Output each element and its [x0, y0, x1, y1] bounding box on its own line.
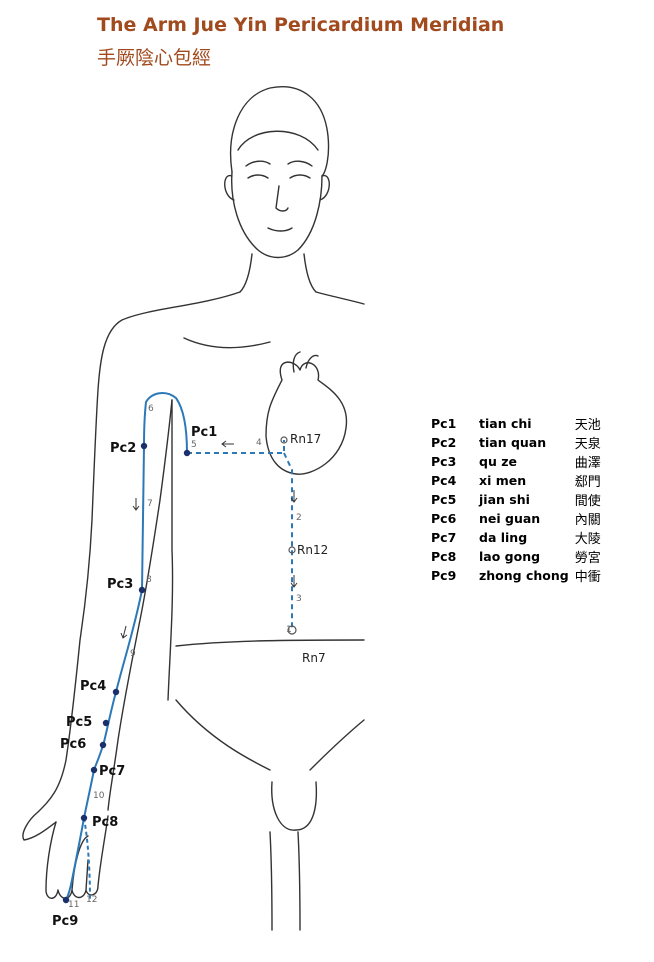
legend-code: Pc3: [431, 452, 479, 471]
legend-hanzi: 內關: [575, 509, 601, 528]
mouth: [268, 228, 292, 231]
genital: [272, 782, 317, 830]
label-pc4: Pc4: [80, 679, 106, 694]
label-pc9: Pc9: [52, 914, 78, 929]
legend-code: Pc9: [431, 566, 479, 585]
path-number: 4: [256, 438, 262, 448]
face-outline: [232, 172, 322, 258]
legend-pinyin: da ling: [479, 528, 575, 547]
point-pc2: [141, 443, 147, 449]
label-rn7: Rn7: [302, 651, 326, 665]
point-pc5: [103, 720, 109, 726]
point-pc3: [139, 587, 145, 593]
label-pc7: Pc7: [99, 764, 125, 779]
torso-left: [168, 400, 173, 700]
hairline: [238, 131, 318, 150]
legend-code: Pc6: [431, 509, 479, 528]
legend-pinyin: qu ze: [479, 452, 575, 471]
left-eye: [248, 175, 268, 178]
legend-hanzi: 大陵: [575, 528, 601, 547]
path-number: 7: [147, 499, 153, 509]
direction-arrows: [121, 441, 297, 638]
arm-inner: [108, 400, 172, 810]
meridian-line: [66, 393, 187, 900]
point-pc4: [113, 689, 119, 695]
legend-pinyin: tian quan: [479, 433, 575, 452]
label-rn17: Rn17: [290, 432, 321, 446]
arrow-icon: [222, 441, 234, 447]
label-pc2: Pc2: [110, 441, 136, 456]
label-pc5: Pc5: [66, 715, 92, 730]
legend-hanzi: 天泉: [575, 433, 601, 452]
chest-line: [184, 338, 270, 348]
path-number: 12: [86, 895, 97, 905]
legend-pinyin: tian chi: [479, 414, 575, 433]
waist-line: [176, 640, 364, 646]
legend-hanzi: 間使: [575, 490, 601, 509]
right-eye: [290, 175, 310, 178]
label-pc8: Pc8: [92, 815, 118, 830]
legend-hanzi: 曲澤: [575, 452, 601, 471]
label-rn12: Rn12: [297, 543, 328, 557]
path-number: 9: [130, 649, 136, 659]
legend-hanzi: 郄門: [575, 471, 601, 490]
shoulder-left: [23, 292, 240, 840]
legend-hanzi: 中衝: [575, 566, 601, 585]
point-pc8: [81, 815, 87, 821]
right-eyebrow: [288, 161, 312, 166]
legend-code: Pc7: [431, 528, 479, 547]
arrow-icon: [121, 626, 127, 638]
legend-code: Pc8: [431, 547, 479, 566]
leg-left: [270, 832, 272, 930]
legend-code: Pc5: [431, 490, 479, 509]
path-number: 5: [191, 440, 197, 450]
legend-code: Pc1: [431, 414, 479, 433]
heart: [266, 362, 346, 474]
legend-pinyin: nei guan: [479, 509, 575, 528]
legend-pinyin: jian shi: [479, 490, 575, 509]
heart-vessel: [293, 352, 318, 372]
legend-pinyin: lao gong: [479, 547, 575, 566]
path-number: 3: [296, 594, 302, 604]
label-pc1: Pc1: [191, 425, 217, 440]
left-eyebrow: [246, 161, 270, 166]
path-number: 2: [296, 513, 302, 523]
legend-pinyin: xi men: [479, 471, 575, 490]
point-pc6: [100, 742, 106, 748]
nose: [276, 186, 288, 211]
path-number: 8: [146, 575, 152, 585]
legend-hanzi: 勞宮: [575, 547, 601, 566]
meridian-branch-hand: [84, 818, 90, 900]
legend-hanzi: 天池: [575, 414, 601, 433]
meridian-branch-ren: [187, 440, 292, 630]
label-pc6: Pc6: [60, 737, 86, 752]
legend-pinyin: zhong chong: [479, 566, 575, 585]
label-pc3: Pc3: [107, 577, 133, 592]
legend-code: Pc4: [431, 471, 479, 490]
path-number: 11: [68, 900, 79, 910]
arrow-icon: [133, 498, 139, 510]
shoulder-right: [316, 292, 364, 304]
legend-code: Pc2: [431, 433, 479, 452]
neck: [240, 254, 316, 292]
point-pc1: [184, 450, 190, 456]
path-number: 10: [93, 791, 105, 801]
body-illustration: [23, 87, 364, 930]
groin: [176, 700, 364, 770]
leg-right: [298, 832, 300, 930]
ren-points: [281, 437, 296, 634]
point-pc7: [91, 767, 97, 773]
path-number: 1: [286, 625, 292, 635]
path-number: 6: [148, 404, 154, 414]
